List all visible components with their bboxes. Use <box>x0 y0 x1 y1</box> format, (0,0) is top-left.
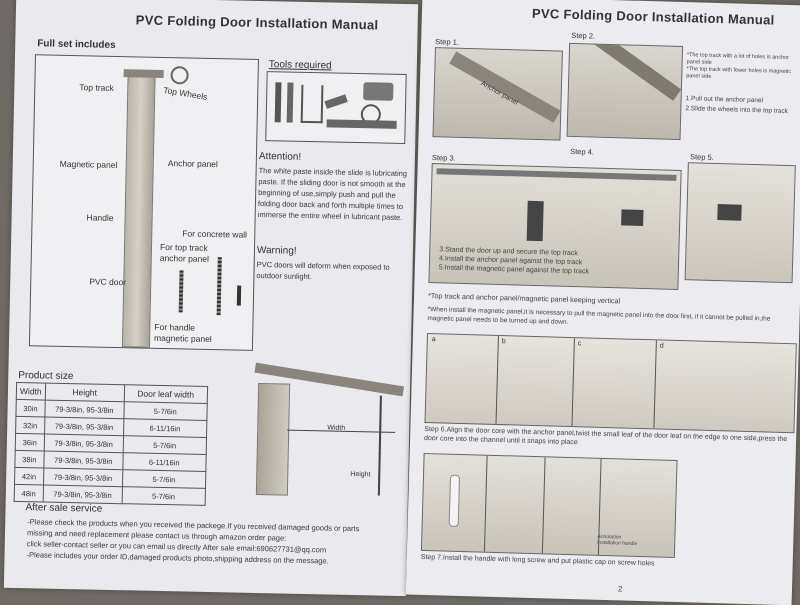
height-arrow <box>377 395 382 496</box>
pvc-door-illustration <box>121 75 156 348</box>
page-number: 2 <box>617 584 623 594</box>
table-cell: 38in <box>14 450 44 469</box>
full-set-heading: Full set includes <box>37 38 116 51</box>
page-title: PVC Folding Door Installation Manual <box>135 12 379 33</box>
table-cell: 30in <box>15 399 46 418</box>
step6-panel-c: c <box>577 340 582 348</box>
step1-label: Step 1. <box>435 37 460 47</box>
step6-panel-b: b <box>501 338 506 346</box>
divider <box>495 335 499 424</box>
top-track-illustration <box>582 42 682 101</box>
table-cell: 5-7/6in <box>122 435 207 455</box>
warning-heading: Warning! <box>256 244 297 257</box>
top-track-illustration <box>449 51 561 123</box>
screw-icon <box>178 270 184 313</box>
manual-page-right: PVC Folding Door Installation Manual Ste… <box>405 0 800 605</box>
screwdriver-icon <box>286 82 294 123</box>
label-for-concrete-wall: For concrete wall <box>182 228 248 240</box>
table-cell: 79-3/8in, 95-3/8in <box>43 451 123 470</box>
tools-box <box>265 71 407 145</box>
drill-icon <box>363 82 394 101</box>
divider <box>653 340 657 429</box>
step7-tag: Annotation installation handle <box>597 533 638 547</box>
table-cell: 6-11/16in <box>123 418 207 438</box>
table-cell: 79-3/8in, 95-3/8in <box>44 400 125 419</box>
step5-illustration <box>684 162 796 284</box>
table-cell: 42in <box>14 467 44 486</box>
column-header: Width <box>16 382 46 401</box>
label-magnetic-panel: Magnetic panel <box>59 158 118 171</box>
table-cell: 5-7/6in <box>123 401 207 421</box>
table-cell: 79-3/8in, 95-3/8in <box>43 434 124 453</box>
page-title: PVC Folding Door Installation Manual <box>531 5 775 28</box>
full-set-box: Top track Top Wheels Magnetic panel Anch… <box>28 54 259 351</box>
wrench-icon <box>324 94 348 109</box>
size-table-container: Width Height Door leaf width 30in 79-3/8… <box>14 382 208 506</box>
top-track-illustration <box>123 69 164 78</box>
divider <box>571 338 575 427</box>
table-cell: 36in <box>15 433 45 452</box>
label-for-top-track-anchor-panel: For top track anchor panel <box>159 241 210 264</box>
drill-icon <box>621 209 644 226</box>
screw-icon <box>216 257 222 316</box>
step4-label: Step 4. <box>570 146 595 157</box>
after-sale-text: -Please check the products when you rece… <box>26 516 402 568</box>
top-track-illustration <box>436 168 677 181</box>
step6-panel-a: a <box>431 336 436 344</box>
label-top-track: Top track <box>79 82 114 93</box>
step6-panel-d: d <box>659 342 664 350</box>
divider <box>483 455 488 552</box>
door-dimension-diagram: Width Height <box>242 362 405 506</box>
step2-illustration <box>566 42 684 140</box>
step2-label: Step 2. <box>571 30 596 41</box>
table-cell: 32in <box>15 416 45 435</box>
after-sale-heading: After sale service <box>25 502 103 515</box>
step2-note: *The top track with a lot of holes is an… <box>686 52 793 80</box>
table-cell: 5-7/6in <box>121 486 206 506</box>
step5-label: Step 5. <box>689 152 714 162</box>
table-cell: 5-7/6in <box>122 469 206 489</box>
screw-icon <box>236 285 242 306</box>
tools-heading: Tools required <box>268 59 332 72</box>
label-height: Height <box>350 470 371 479</box>
attention-text: The white paste inside the slide is lubr… <box>257 165 408 222</box>
level-icon <box>326 119 397 129</box>
label-for-handle-magnetic-panel: For handle magnetic panel <box>154 321 212 345</box>
step1-illustration: Anchor panel <box>432 47 563 141</box>
divider <box>541 457 546 554</box>
label-anchor-panel: Anchor panel <box>167 158 218 170</box>
column-header: Height <box>45 383 125 402</box>
attention-heading: Attention! <box>258 150 302 163</box>
wheel-icon <box>170 66 189 85</box>
table-cell: 79-3/8in, 95-3/8in <box>42 485 123 504</box>
label-pvc-door: PVC door <box>89 276 127 288</box>
step3-label: Step 3. <box>431 153 456 163</box>
note-magnetic-panel: *When install the magnetic panel,it is n… <box>427 305 771 326</box>
drill-icon <box>526 200 544 242</box>
table-cell: 48in <box>14 484 44 503</box>
drill-icon <box>717 204 742 221</box>
saw-icon <box>300 84 324 124</box>
label-top-wheels: Top Wheels <box>162 84 209 102</box>
table-cell: 6-11/16in <box>122 452 206 472</box>
warning-text: PVC doors will deform when exposed to ou… <box>256 259 390 282</box>
column-header: Door leaf width <box>124 384 208 404</box>
label-handle: Handle <box>86 212 114 223</box>
screwdriver-icon <box>274 82 282 123</box>
size-table: Width Height Door leaf width 30in 79-3/8… <box>14 382 208 506</box>
door-panel-illustration <box>255 383 291 496</box>
manual-page-left: PVC Folding Door Installation Manual Ful… <box>3 0 419 597</box>
step6-illustration: a b c d <box>424 332 797 434</box>
product-size-heading: Product size <box>18 369 74 383</box>
label-width: Width <box>327 424 346 432</box>
table-cell: 79-3/8in, 95-3/8in <box>44 417 124 436</box>
handle-icon <box>448 474 461 527</box>
table-cell: 79-3/8in, 95-3/8in <box>43 468 123 487</box>
step2-text-2: 2.Slide the wheels into the top track <box>685 105 789 115</box>
